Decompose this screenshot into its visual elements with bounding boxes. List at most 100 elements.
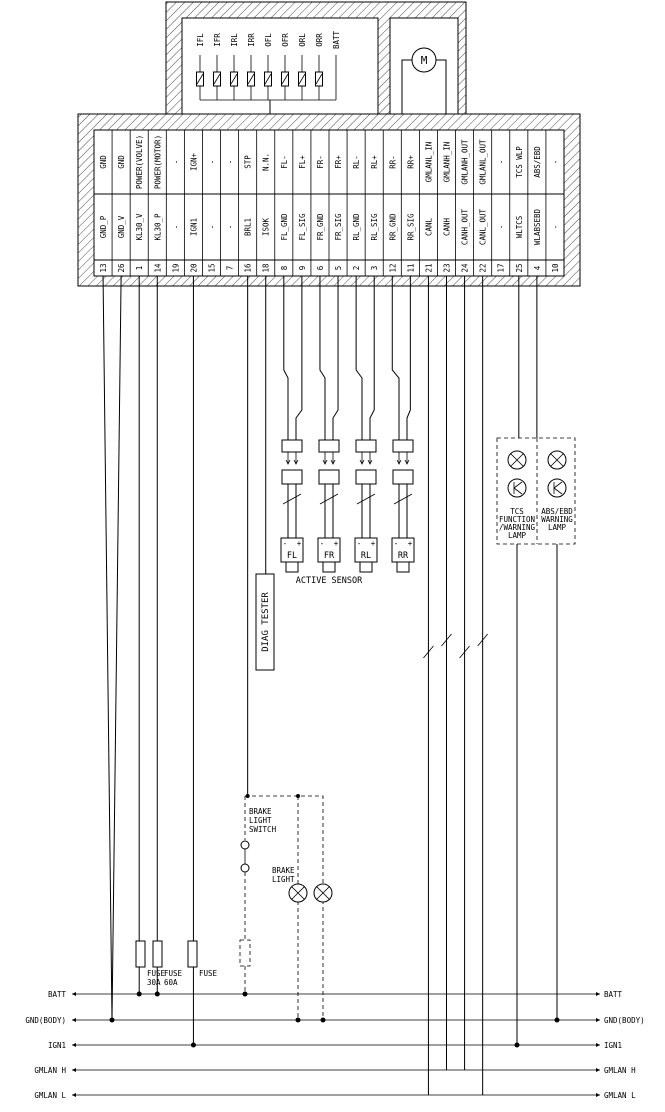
brake-light-left-icon [288, 883, 308, 903]
pin-func-26: GND [117, 155, 126, 169]
pin-code-26: GND_V [117, 215, 126, 238]
abs-lamp-line2: WARNING [541, 515, 573, 524]
pin-func-23: GMLANH_IN [443, 142, 452, 183]
pin-number-4: 4 [533, 265, 542, 270]
pin-number-26: 26 [117, 263, 126, 273]
warning-lamps: TCS FUNCTION /WARNING LAMP ABS/EBD WARNI… [496, 437, 576, 545]
valve-label-irl: IRL [230, 33, 239, 47]
pin-number-13: 13 [99, 263, 108, 272]
brake-switch-line3: SWITCH [249, 825, 277, 834]
fuse-60a-label: FUSE [164, 969, 183, 978]
pin-func-25: TCS WLP [515, 146, 524, 178]
sensor-fr: -+FR [317, 439, 341, 573]
fuse-ign-label: FUSE [199, 969, 218, 978]
sensor-label-rl: RL [361, 551, 371, 561]
pin-number-6: 6 [316, 265, 325, 270]
pin-func-3: RL+ [370, 155, 379, 169]
bus-label-left-ign1: IGN1 [48, 1041, 66, 1050]
harness-wires [102, 275, 560, 1095]
pin-code-12: RR_GND [388, 213, 397, 241]
wire-sensor-sig-3 [406, 276, 411, 440]
pin-func-15: - [208, 160, 217, 165]
sensor-minus-rl: - [357, 539, 362, 548]
pin-func-18: N.N. [262, 153, 271, 171]
valve-label-orr: ORR [315, 33, 324, 47]
bus-label-left-batt: BATT [48, 990, 67, 999]
wire-gnd-p [102, 275, 113, 1021]
pin-number-18: 18 [262, 263, 271, 273]
sensor-plus-fl: + [297, 539, 302, 548]
bus-label-left-gmlan-h: GMLAN H [34, 1066, 66, 1075]
pump-motor: M [401, 47, 447, 114]
pin-number-17: 17 [497, 263, 506, 272]
sensor-minus-fl: - [283, 539, 288, 548]
pin-func-10: - [551, 160, 560, 165]
pin-code-14: KL30_P [153, 213, 162, 241]
pin-number-12: 12 [388, 263, 397, 272]
pin-func-9: FL+ [298, 155, 307, 169]
pin-number-8: 8 [280, 265, 289, 270]
pin-number-11: 11 [406, 263, 415, 272]
pin-func-17: - [497, 160, 506, 165]
pin-number-9: 9 [298, 266, 307, 271]
pin-number-1: 1 [135, 266, 144, 271]
pin-number-24: 24 [461, 263, 470, 273]
bus-label-right-gmlan-h: GMLAN H [604, 1066, 636, 1075]
pin-code-19: - [171, 225, 180, 230]
pin-func-2: RL- [352, 155, 361, 169]
wire-sensor-sig-1 [332, 276, 339, 440]
wire-sensor-sig-2 [369, 276, 375, 440]
wire-sensor-gnd-3 [391, 276, 400, 440]
active-sensors: -+FL-+FR-+RL-+RR [280, 439, 415, 573]
wire-sensor-gnd-0 [283, 276, 289, 440]
sensor-plus-rr: + [408, 539, 413, 548]
tcs-driver-icon [507, 478, 527, 498]
pin-table: GNDGND_P13GNDGND_V26POWER(VOLVE)KL30_V1P… [99, 130, 560, 276]
sensor-label-fr: FR [324, 551, 335, 561]
pin-func-14: POWER(MOTOR) [153, 135, 162, 189]
pin-code-21: CANL [424, 217, 433, 236]
pin-number-10: 10 [551, 263, 560, 273]
sensor-label-rr: RR [398, 551, 409, 561]
fuse-30a-rating: 30A [147, 978, 161, 987]
brake-light-line2: LIGHT [272, 875, 295, 884]
pin-func-4: ABS/EBD [533, 146, 542, 178]
brake-switch-line1: BRAKE [249, 807, 272, 816]
tcs-lamp-line1: TCS [510, 507, 524, 516]
fuse-ign: FUSE [187, 940, 218, 978]
bus-label-right-gnd-body-: GND(BODY) [604, 1016, 645, 1025]
sensor-rl: -+RL [354, 439, 378, 573]
abs-lamp-line3: LAMP [548, 523, 567, 532]
abs-lamp-line1: ABS/EBD [541, 507, 573, 516]
sensor-fl: -+FL [280, 439, 304, 573]
ecu-connector: GNDGND_P13GNDGND_V26POWER(VOLVE)KL30_V1P… [77, 113, 581, 287]
wire-sensor-sig-0 [295, 276, 303, 440]
pin-number-3: 3 [370, 266, 379, 271]
fuses: FUSE 30A FUSE 60A FUSE [135, 940, 218, 987]
sensor-label-fl: FL [287, 551, 297, 561]
pin-code-2: RL_GND [352, 213, 361, 241]
valve-label-ifl: IFL [196, 33, 205, 47]
wire-gnd-v [111, 275, 122, 1021]
pin-code-8: FL_GND [280, 213, 289, 241]
pin-number-21: 21 [424, 263, 433, 272]
brake-light-line1: BRAKE [272, 866, 295, 875]
pin-func-7: - [226, 160, 235, 165]
pin-number-15: 15 [208, 263, 217, 272]
abs-lamp-bulb-icon [547, 450, 567, 470]
pin-func-21: GMLANL_IN [424, 142, 433, 183]
diag-tester-label: DIAG TESTER [261, 592, 271, 652]
sensor-minus-rr: - [394, 539, 399, 548]
pin-func-11: RR+ [406, 155, 415, 169]
pin-code-6: FR_GND [316, 213, 325, 241]
pin-func-13: GND [99, 155, 108, 169]
tcs-lamp-line4: LAMP [508, 531, 527, 540]
motor-label: M [421, 54, 428, 67]
bus-label-left-gmlan-l: GMLAN L [34, 1091, 66, 1100]
pin-func-20: IGN+ [189, 152, 198, 171]
sensor-plus-rl: + [371, 539, 376, 548]
pin-code-16: BRL1 [244, 218, 253, 236]
bus-label-right-batt: BATT [604, 990, 623, 999]
